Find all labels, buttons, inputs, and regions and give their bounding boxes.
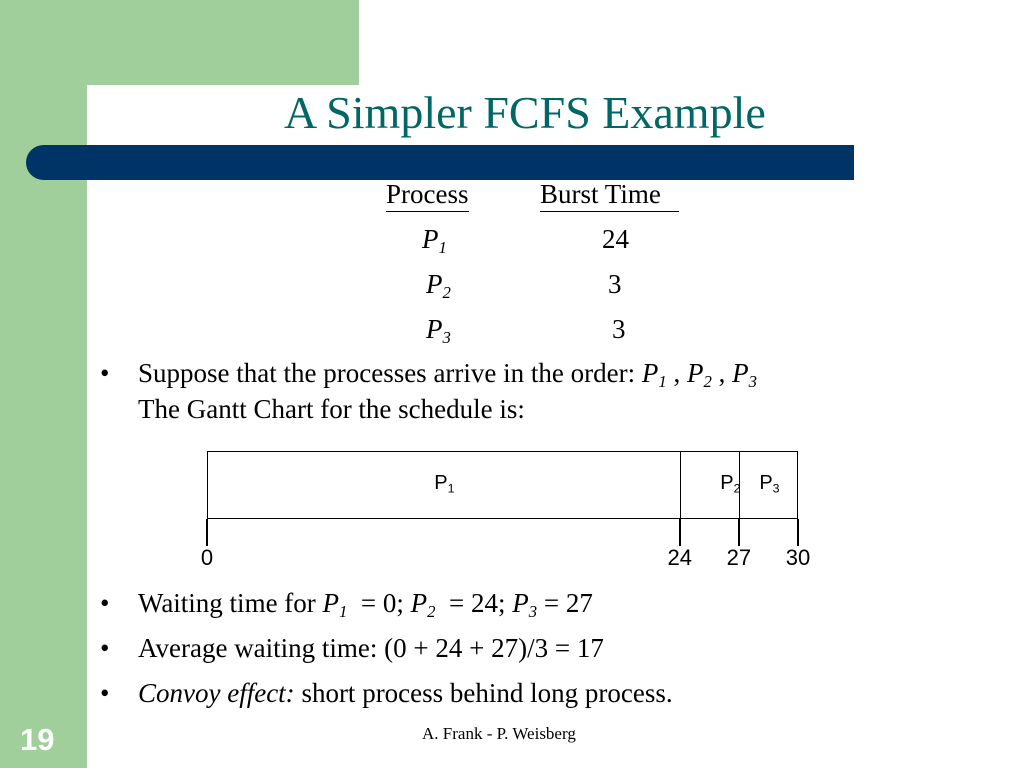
process-cell: P3: [426, 314, 451, 348]
left-green-band: [0, 0, 87, 768]
process-table: Process Burst Time P1 24 P2 3 P3 3: [380, 178, 740, 358]
gantt-tick: [679, 519, 681, 546]
gantt-tick-label: 30: [785, 545, 811, 570]
gantt-tick: [738, 519, 740, 546]
gantt-tick-label: 0: [200, 545, 214, 570]
table-row: P2 3: [380, 268, 740, 313]
table-row: P3 3: [380, 313, 740, 358]
bullet-dot: •: [100, 633, 110, 663]
bullet-text: Average waiting time: (0 + 24 + 27)/3 = …: [138, 633, 604, 663]
title-underline-bar: [26, 145, 854, 180]
gantt-segment-label: P2: [720, 472, 741, 496]
gantt-tick-label: 27: [726, 545, 752, 570]
gantt-segment-label: P1: [434, 472, 455, 496]
top-green-band: [87, 0, 359, 85]
burst-cell: 3: [608, 269, 622, 299]
header-process: Process: [386, 178, 469, 212]
bullet-dot: •: [100, 588, 110, 618]
burst-cell: 24: [602, 224, 629, 254]
footer-authors: A. Frank - P. Weisberg: [422, 724, 576, 743]
header-burst-time: Burst Time: [540, 178, 679, 212]
gantt-divider: [738, 452, 741, 518]
bullet-text: Convoy effect: short process behind long…: [138, 678, 673, 708]
bullet-text-line2: The Gantt Chart for the schedule is:: [138, 394, 525, 424]
bullet-text: Waiting time for P1 = 0; P2 = 24; P3 = 2…: [138, 588, 593, 622]
gantt-tick: [797, 519, 799, 546]
table-row: P1 24: [380, 223, 740, 268]
gantt-tick: [206, 519, 208, 546]
gantt-segment-label: P3: [759, 472, 780, 496]
slide-title: A Simpler FCFS Example: [284, 87, 766, 138]
bullet-dot: •: [100, 358, 110, 388]
burst-cell: 3: [612, 314, 626, 344]
gantt-divider: [679, 452, 682, 518]
gantt-chart: P1 P2 P3: [207, 451, 798, 519]
table-header: Process Burst Time: [380, 178, 740, 223]
bullet-dot: •: [100, 678, 110, 708]
process-cell: P2: [426, 269, 451, 303]
gantt-tick-label: 24: [667, 545, 693, 570]
slide-number: 19: [20, 722, 55, 757]
process-cell: P1: [422, 224, 447, 258]
bullet-text: Suppose that the processes arrive in the…: [138, 358, 757, 392]
